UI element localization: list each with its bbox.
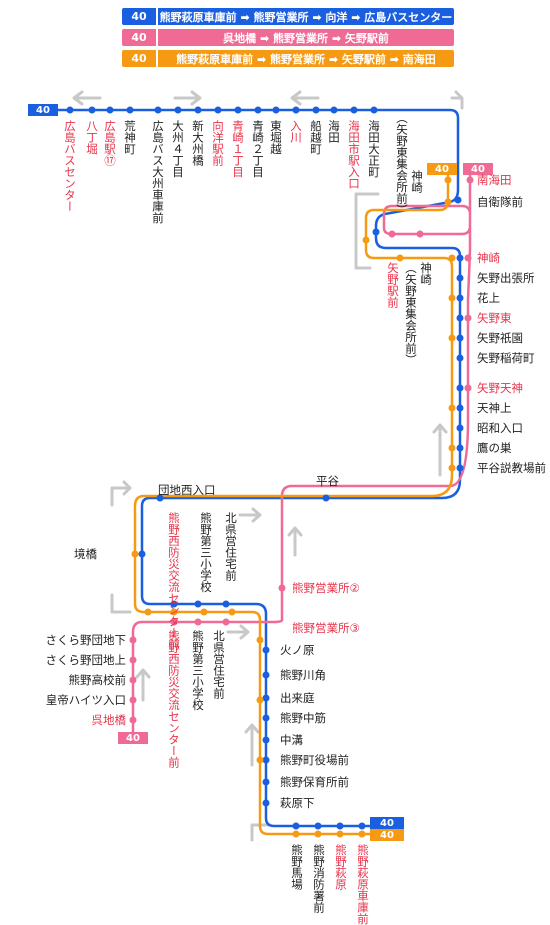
stop-label: 熊野高校前	[68, 673, 127, 687]
stop-label: 神崎	[477, 251, 500, 265]
route-description: 熊野萩原車庫前 ➡ 熊野営業所 ➡ 向洋 ➡ 広島バスセンター	[158, 8, 454, 25]
stop-label: 海田大正町	[367, 120, 381, 178]
stop-label: 海田市駅入口	[347, 120, 361, 189]
arrow-icon	[250, 823, 272, 842]
pink-stop-markers	[129, 176, 474, 724]
stop-label: 熊野萩原	[334, 844, 348, 890]
stop-label: 皇帝ハイツ入口	[45, 693, 126, 707]
stop-label: 船越町	[309, 120, 323, 155]
stop-label: 熊野中筋	[280, 711, 326, 725]
stop-label: 向洋駅前	[211, 120, 225, 166]
stop-label: 矢野稲荷町	[477, 351, 535, 365]
stop-label: 熊野営業所③	[292, 621, 360, 635]
arrow-icon	[244, 723, 260, 767]
arrow-icon	[135, 668, 151, 702]
route-badge: 40	[463, 163, 493, 175]
blue-stop-markers	[66, 106, 464, 830]
legend-row-blue: 40 熊野萩原車庫前 ➡ 熊野営業所 ➡ 向洋 ➡ 広島バスセンター	[122, 8, 454, 25]
pink-route-line	[131, 175, 472, 738]
blue-route-line	[58, 108, 462, 828]
stop-label: 熊野第三小学校	[199, 512, 213, 593]
stop-label: 萩原下	[280, 796, 315, 810]
route-badge: 40	[370, 817, 404, 829]
stop-label: 矢野天神	[477, 381, 523, 395]
stop-label: 熊野馬場	[290, 844, 304, 890]
arrow-icon	[354, 192, 380, 270]
stop-label: 熊野萩原車庫前	[356, 844, 370, 925]
stop-label: 昭和入口	[477, 421, 523, 435]
route-number-badge: 40	[122, 29, 156, 46]
route-number-badge: 40	[122, 8, 156, 25]
arrow-icon	[432, 423, 448, 477]
stop-label: さくら野団地上	[45, 653, 127, 667]
direction-arrows	[72, 90, 464, 842]
stop-label: 熊野西防災交流センター前	[167, 512, 181, 650]
stop-label: 矢野出張所	[477, 271, 535, 285]
stop-label: （矢野東集会所前）	[395, 112, 409, 216]
stop-label: 鷹の巣	[477, 441, 512, 455]
arrow-icon	[110, 593, 132, 614]
arrow-icon	[72, 90, 102, 106]
orange-stop-markers	[131, 176, 456, 838]
orange-route-line	[133, 175, 454, 836]
stop-label: 南海田	[477, 173, 512, 187]
arrow-icon	[287, 526, 303, 557]
stop-label: 熊野町役場前	[280, 753, 349, 767]
stop-label: 花上	[477, 291, 500, 305]
route-badge: 40	[370, 829, 404, 841]
stop-label: 境橋	[74, 547, 97, 561]
arrow-icon	[226, 624, 250, 640]
stop-label: 平谷	[316, 474, 339, 488]
stop-label: 矢野祇園	[477, 331, 523, 345]
arrow-icon	[173, 90, 202, 106]
stop-label: 海田	[327, 120, 341, 143]
stop-label: 北県営住宅前	[224, 512, 238, 581]
stop-label: 自衛隊前	[477, 195, 523, 209]
stop-label: 火ノ原	[280, 643, 315, 657]
route-badge: 40	[118, 732, 148, 744]
stop-label: 広島バスセンター	[63, 120, 77, 212]
route-number-badge: 40	[122, 50, 156, 67]
stop-label: 平谷説教場前	[477, 461, 546, 475]
route-badge: 40	[28, 104, 58, 116]
stop-label: 新大州橋	[191, 120, 205, 166]
legend-row-orange: 40 熊野萩原車庫前 ➡ 熊野営業所 ➡ 矢野駅前 ➡ 南海田	[122, 50, 454, 67]
stop-label: 広島駅⑰	[103, 120, 117, 166]
stop-label: 入川	[289, 120, 303, 143]
stop-label: 青崎２丁目	[251, 120, 265, 178]
stop-label: 天神上	[477, 401, 512, 415]
stop-label: 矢野東	[477, 311, 512, 325]
stop-label: さくら野団地下	[45, 633, 127, 647]
stop-label: 熊野川角	[280, 668, 326, 682]
stop-label: 広島バス大州車庫前	[151, 120, 165, 224]
stop-label: 熊野西防災交流センター前	[167, 630, 181, 768]
stop-label: 熊野保育所前	[280, 775, 349, 789]
stop-label: 青崎１丁目	[231, 120, 245, 178]
stop-label: 矢野駅前	[386, 262, 400, 308]
stop-label: 呉地橋	[91, 713, 127, 727]
route-description: 熊野萩原車庫前 ➡ 熊野営業所 ➡ 矢野駅前 ➡ 南海田	[158, 50, 454, 67]
stop-label: 中溝	[280, 733, 303, 747]
route-description: 呉地橋 ➡ 熊野営業所 ➡ 矢野駅前	[158, 29, 454, 46]
stop-label: 団地西入口	[158, 483, 216, 497]
route-badge: 40	[427, 163, 457, 175]
stop-label: 出来庭	[280, 691, 315, 705]
stop-label: 八丁堀	[85, 120, 99, 155]
arrow-icon	[110, 480, 132, 507]
stop-label: （矢野東集会所前）	[404, 262, 418, 366]
stop-label: 北県営住宅前	[212, 630, 226, 699]
stop-label: 神崎	[410, 170, 424, 193]
stop-label: 大州４丁目	[171, 120, 185, 178]
stop-label: 神崎	[419, 262, 433, 285]
legend-row-pink: 40 呉地橋 ➡ 熊野営業所 ➡ 矢野駅前	[122, 29, 454, 46]
stop-label: 東堀越	[269, 120, 283, 155]
arrow-icon	[290, 90, 320, 106]
stop-label: 熊野消防署前	[312, 844, 326, 913]
stop-label: 熊野第三小学校	[191, 630, 205, 711]
stop-label: 熊野営業所②	[292, 581, 360, 595]
arrow-icon	[238, 507, 262, 523]
arrow-icon	[450, 90, 464, 110]
stop-label: 荒神町	[123, 120, 137, 155]
